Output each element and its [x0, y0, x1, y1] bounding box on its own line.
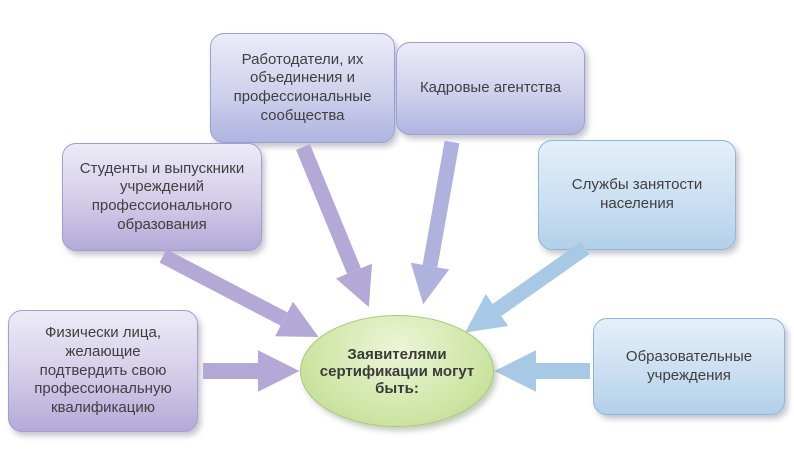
box-educational-institutions-label: Образовательные учреждения	[625, 347, 753, 384]
box-agencies-label: Кадровые агентства	[419, 79, 562, 97]
center-ellipse-label: Заявителями сертификации могут быть:	[319, 345, 475, 397]
arrow-employers-to-center	[296, 144, 373, 308]
arrow-agencies-to-center	[410, 140, 460, 305]
box-educational-institutions: Образовательные учреждения	[593, 318, 785, 415]
box-individuals: Физически лица, желающие подтвердить сво…	[8, 310, 198, 432]
center-ellipse: Заявителями сертификации могут быть:	[300, 315, 494, 427]
box-employment-services-label: Службы занятости населения	[571, 176, 703, 212]
box-individuals-label: Физически лица, желающие подтвердить сво…	[34, 324, 172, 417]
box-students: Студенты и выпускники учреждений професс…	[62, 143, 262, 251]
box-students-label: Студенты и выпускники учреждений професс…	[79, 159, 245, 233]
box-agencies: Кадровые агентства	[396, 42, 585, 135]
box-employers-label: Работодатели, их объединения и профессио…	[233, 50, 372, 124]
box-employers: Работодатели, их объединения и профессио…	[210, 33, 395, 143]
box-employment-services: Службы занятости населения	[538, 140, 736, 250]
arrow-employment-to-center	[465, 241, 590, 333]
